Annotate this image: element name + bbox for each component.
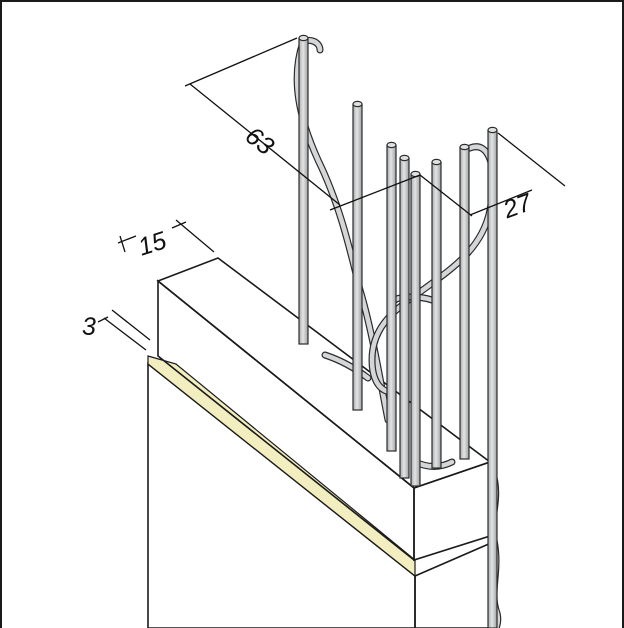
- lower-wall-top-strip: [147, 355, 416, 578]
- rebar-6: [410, 170, 421, 487]
- rebar-5: [431, 158, 442, 469]
- dimension-63-label: 63: [240, 122, 279, 161]
- lower-wall-block: [147, 355, 492, 628]
- lower-wall-right-face: [414, 541, 492, 628]
- rebar-1: [298, 34, 309, 345]
- dimension-15: 15: [117, 219, 215, 262]
- rebar-8: [487, 126, 498, 628]
- dimension-15-label: 15: [135, 226, 170, 261]
- rebar-2: [352, 100, 363, 411]
- upper-wall-end-face: [413, 460, 491, 562]
- rebars: [298, 34, 498, 628]
- rebar-7: [459, 143, 470, 460]
- dimension-3: 3: [82, 309, 151, 351]
- dimension-27-label: 27: [499, 188, 537, 225]
- dimension-3-label: 3: [82, 313, 96, 341]
- rebar-3: [386, 141, 397, 452]
- upper-wall-left-face: [157, 279, 415, 562]
- rebar-4: [399, 154, 410, 479]
- lower-wall-left-face: [147, 362, 416, 628]
